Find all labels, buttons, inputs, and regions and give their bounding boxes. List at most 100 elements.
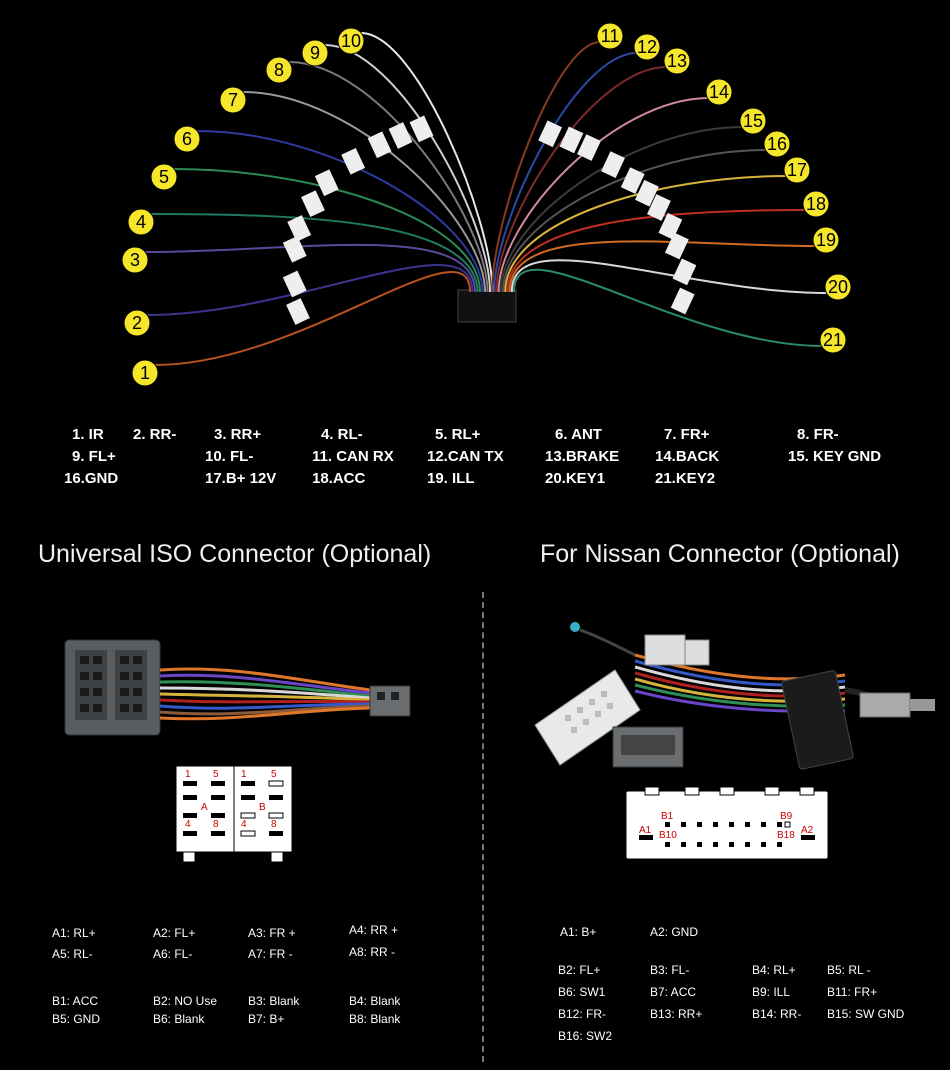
wire-callout-8-circle xyxy=(265,56,293,84)
wire-callout-14: 14 xyxy=(709,82,729,102)
nissan-pin-label-a1: A1 xyxy=(639,825,652,836)
harness-wire-r9 xyxy=(508,240,817,293)
wire-tag-r3 xyxy=(577,134,601,161)
nissan-pin-b4: B4: RL+ xyxy=(752,963,796,977)
wire-callout-18-circle xyxy=(802,190,830,218)
wire-callout-6: 6 xyxy=(182,129,192,149)
wire-tag-l9 xyxy=(388,122,413,149)
wire-callout-4-circle xyxy=(127,208,155,236)
iso-pin-b3: B3: Blank xyxy=(248,994,300,1008)
wire-label-20: 20.KEY1 xyxy=(545,470,606,487)
iso-pin-a3: A3: FR + xyxy=(248,926,296,940)
wire-callout-10: 10 xyxy=(341,31,361,51)
wire-callout-21: 21 xyxy=(823,330,843,350)
wire-callout-9: 9 xyxy=(310,43,320,63)
wire-tag-l2 xyxy=(282,270,307,298)
wire-callout-9-circle xyxy=(301,39,329,67)
wire-tag-r5 xyxy=(620,167,645,194)
iso-pin-label-a8: 8 xyxy=(213,819,219,830)
nissan-pin-label-b9: B9 xyxy=(780,811,793,822)
wire-callout-21-circle xyxy=(819,326,847,354)
harness-wire-l1 xyxy=(154,271,471,366)
harness-wire-r11 xyxy=(513,268,824,347)
iso-pin-label-a5: 5 xyxy=(213,769,219,780)
wire-label-12: 12.CAN TX xyxy=(427,448,504,465)
wire-callout-12: 12 xyxy=(637,37,657,57)
nissan-pin-b2: B2: FL+ xyxy=(558,963,601,977)
harness-wire-r6 xyxy=(502,149,768,293)
harness-wire-r8 xyxy=(506,209,807,293)
nissan-pin-label-b18: B18 xyxy=(777,830,795,841)
wire-callout-15-circle xyxy=(739,107,767,135)
wire-callout-6-circle xyxy=(173,125,201,153)
wire-tag-l7 xyxy=(341,147,366,175)
iso-pin-a7: A7: FR - xyxy=(248,947,293,961)
wire-tag-r7 xyxy=(647,194,671,221)
iso-pin-a5: A5: RL- xyxy=(52,947,93,961)
wire-tag-r10 xyxy=(672,258,697,286)
wire-callout-1: 1 xyxy=(140,363,150,383)
nissan-pin-b6: B6: SW1 xyxy=(558,985,606,999)
iso-pin-a4: A4: RR + xyxy=(349,923,399,937)
harness-wire-r4 xyxy=(497,97,710,293)
wire-label-15: 15. KEY GND xyxy=(788,448,882,465)
nissan-pin-map: A1 A2 B1 B9 B10 B18 xyxy=(625,786,829,860)
nissan-pin-label-a2: A2 xyxy=(801,825,814,836)
iso-pin-a2: A2: FL+ xyxy=(153,926,196,940)
wire-label-17: 17.B+ 12V xyxy=(205,470,277,487)
wire-label-7: 7. FR+ xyxy=(664,426,710,443)
wire-callout-7: 7 xyxy=(228,90,238,110)
wire-callout-8: 8 xyxy=(274,60,284,80)
wire-tag-r4 xyxy=(601,151,625,178)
wire-callout-2: 2 xyxy=(132,313,142,333)
wire-callout-17: 17 xyxy=(787,160,807,180)
wire-callout-20-circle xyxy=(824,273,852,301)
wire-tag-l6 xyxy=(314,169,339,197)
wire-label-3: 3. RR+ xyxy=(214,426,262,443)
wire-callout-16: 16 xyxy=(767,134,787,154)
wire-label-1: 1. IR xyxy=(72,426,104,443)
nissan-pin-b12: B12: FR- xyxy=(558,1007,607,1021)
wire-callout-10-circle xyxy=(337,27,365,55)
iso-pin-label-a-mid: A xyxy=(201,802,208,813)
wire-callout-7-circle xyxy=(219,86,247,114)
nissan-pin-a2: A2: GND xyxy=(650,925,699,939)
wire-callout-19: 19 xyxy=(816,230,836,250)
wire-label-10: 10. FL- xyxy=(205,448,254,465)
wire-callout-12-circle xyxy=(633,33,661,61)
iso-pin-b8: B8: Blank xyxy=(349,1012,401,1026)
wire-callout-3-circle xyxy=(121,246,149,274)
nissan-pin-b15: B15: SW GND xyxy=(827,1007,905,1021)
iso-connector-image xyxy=(64,639,411,736)
harness-connector-block xyxy=(457,289,517,323)
iso-pin-label-b4: 4 xyxy=(241,819,247,830)
iso-pin-a1: A1: RL+ xyxy=(52,926,96,940)
nissan-pin-b7: B7: ACC xyxy=(650,985,697,999)
harness-wire-l7 xyxy=(242,91,486,293)
iso-pin-a8: A8: RR - xyxy=(349,945,396,959)
wire-callout-16-circle xyxy=(763,130,791,158)
wire-tag-r11 xyxy=(670,287,695,315)
harness-wire-l4 xyxy=(150,213,479,293)
harness-wire-l10 xyxy=(360,32,494,293)
wire-callout-1-circle xyxy=(131,359,159,387)
wire-callout-13: 13 xyxy=(667,51,687,71)
wire-tag-l5 xyxy=(301,190,325,218)
wire-tag-l3 xyxy=(282,235,307,263)
harness-wire-l2 xyxy=(146,264,474,316)
wire-tag-l4 xyxy=(287,215,312,242)
harness-wires xyxy=(144,32,829,366)
wire-label-4: 4. RL- xyxy=(321,426,363,443)
harness-wire-r10 xyxy=(510,259,829,294)
wire-label-16: 16.GND xyxy=(64,470,119,487)
nissan-pin-b5: B5: RL - xyxy=(827,963,871,977)
wire-tag-r2 xyxy=(559,126,584,154)
harness-wire-r5 xyxy=(499,126,744,293)
section-divider xyxy=(482,592,484,1062)
wire-tag-r1 xyxy=(538,120,563,148)
iso-pin-a6: A6: FL- xyxy=(153,947,193,961)
nissan-connector-image xyxy=(534,622,936,770)
harness-wire-r3 xyxy=(495,66,668,293)
wire-callout-4: 4 xyxy=(136,212,146,232)
